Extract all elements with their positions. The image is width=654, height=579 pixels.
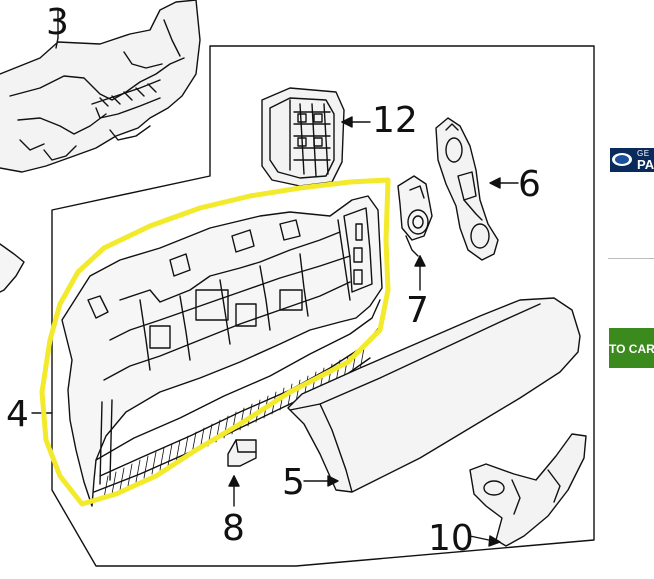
callout-3: 3 [46, 2, 69, 43]
highlight-outline [39, 177, 391, 507]
part-10-handle [469, 433, 587, 547]
callout-10: 10 [428, 518, 474, 559]
left-partial-part [0, 243, 25, 293]
sidebar-divider [608, 258, 654, 259]
callout-7: 7 [406, 290, 429, 331]
callout-5: 5 [282, 462, 305, 503]
right-sidebar [608, 0, 654, 579]
part-4-glove-box-bin [61, 195, 383, 507]
callout-8: 8 [222, 508, 245, 549]
brand-oval-icon [612, 153, 632, 166]
part-6-hinge-bracket [435, 117, 499, 261]
part-12-latch-block [261, 87, 345, 187]
brand-badge[interactable]: GE PA [610, 148, 654, 172]
brand-top-text: GE [637, 149, 650, 158]
brand-bottom-text: PA [637, 157, 654, 172]
callout-4: 4 [6, 394, 29, 435]
callout-6: 6 [518, 164, 541, 205]
diagram-frame [51, 45, 595, 567]
part-7-damper [397, 175, 433, 257]
add-to-cart-button[interactable]: TO CAR [609, 328, 654, 368]
part-8-clip [227, 439, 257, 467]
part-5-door [287, 297, 581, 493]
part-3-dash-bracket [0, 0, 201, 173]
callout-12: 12 [372, 100, 418, 141]
